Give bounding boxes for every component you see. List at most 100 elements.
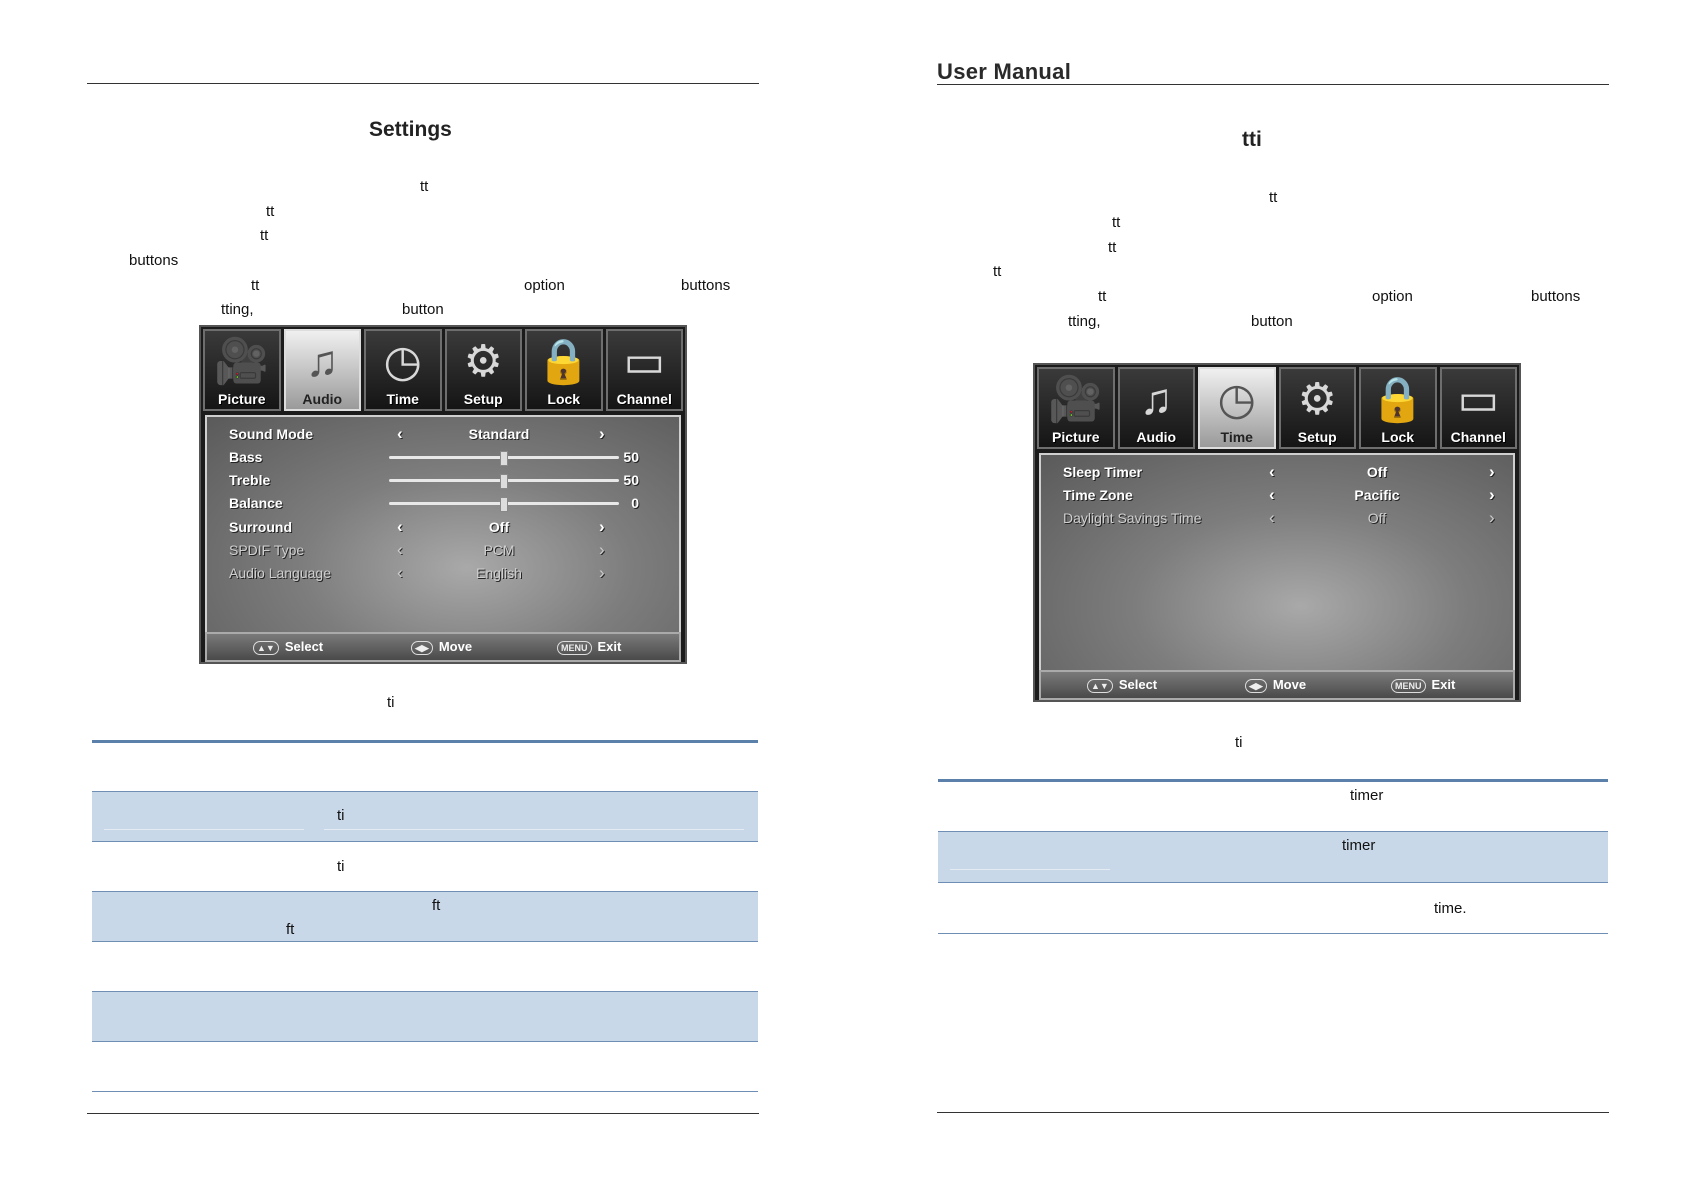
tab-setup[interactable]: ⚙ Setup [444, 329, 522, 411]
tab-label: Time [1220, 429, 1253, 445]
right-arrow-icon[interactable]: › [599, 424, 605, 443]
left-intro-fragment: option [524, 277, 565, 294]
row-label: Audio Language [229, 565, 331, 581]
tab-label: Setup [1297, 429, 1337, 445]
slider-thumb[interactable] [500, 451, 508, 466]
tab-picture[interactable]: 🎥 Picture [203, 329, 281, 411]
menu-row-surround[interactable]: Surround ‹ Off › [207, 516, 679, 538]
row-value: PCM [483, 542, 515, 558]
treble-slider[interactable] [389, 474, 619, 489]
row-value: English [476, 565, 522, 581]
table-rule [92, 841, 758, 842]
table-bottom-rule [92, 1091, 758, 1092]
gear-icon: ⚙ [463, 337, 503, 386]
row-value: Off [488, 519, 510, 535]
slider-thumb[interactable] [500, 474, 508, 489]
right-intro-fragment: tt [1098, 288, 1107, 305]
table-rule [92, 941, 758, 942]
tab-lock[interactable]: 🔒 Lock [525, 329, 603, 411]
table-row [92, 991, 758, 1041]
clock-icon: ◷ [1217, 375, 1256, 424]
row-value: 50 [623, 449, 639, 465]
tab-time[interactable]: ◷ Time [364, 329, 442, 411]
left-page-title: Settings [369, 118, 452, 141]
padlock-icon: 🔒 [536, 337, 592, 386]
tab-label: Time [386, 391, 419, 407]
tab-label: Picture [218, 391, 266, 407]
table-text-fragment: timer [1350, 787, 1384, 804]
balance-slider[interactable] [389, 497, 619, 512]
tab-setup[interactable]: ⚙ Setup [1278, 367, 1356, 449]
table-row: ft ft [92, 891, 758, 941]
footer-select: ▲▼Select [1087, 677, 1157, 693]
table-bottom-rule [938, 933, 1608, 934]
row-value: Standard [468, 426, 530, 442]
row-label: Bass [229, 449, 263, 465]
right-caption-fragment: ti [1235, 734, 1243, 751]
tab-label: Lock [547, 391, 581, 407]
tab-picture[interactable]: 🎥 Picture [1037, 367, 1115, 449]
cell-divider [104, 829, 304, 830]
left-intro-fragment: buttons [129, 252, 179, 269]
menu-row-time-zone[interactable]: Time Zone ‹ Pacific › [1041, 484, 1513, 506]
right-intro-fragment: button [1251, 313, 1293, 330]
row-label: Time Zone [1063, 487, 1133, 503]
right-arrow-icon[interactable]: › [599, 517, 605, 536]
monitor-icon: ▭ [1457, 375, 1500, 424]
row-label: Sound Mode [229, 426, 313, 442]
row-value: 0 [631, 495, 639, 511]
right-intro-fragment: tting, [1068, 313, 1101, 330]
time-menu-screenshot: 🎥 Picture ♫ Audio ◷ Time ⚙ Setup 🔒 Lock … [1033, 363, 1521, 702]
menu-row-treble[interactable]: Treble 50 [207, 469, 679, 491]
cell-divider [324, 829, 744, 830]
tab-label: Audio [302, 391, 343, 407]
clock-icon: ◷ [383, 337, 422, 386]
tab-time[interactable]: ◷ Time [1198, 367, 1276, 449]
tab-channel[interactable]: ▭ Channel [1439, 367, 1517, 449]
left-intro-fragment: button [402, 301, 444, 318]
right-intro-fragment: buttons [1531, 288, 1581, 305]
left-arrow-icon[interactable]: ‹ [1269, 485, 1275, 504]
tab-lock[interactable]: 🔒 Lock [1359, 367, 1437, 449]
right-intro-fragment: tt [1112, 214, 1121, 231]
tab-channel[interactable]: ▭ Channel [605, 329, 683, 411]
tab-audio[interactable]: ♫ Audio [283, 329, 361, 411]
table-text-fragment: ft [432, 897, 441, 914]
table-top-rule [938, 779, 1608, 782]
table-top-rule [92, 740, 758, 743]
camcorder-icon: 🎥 [214, 337, 270, 386]
menu-row-sleep-timer[interactable]: Sleep Timer ‹ Off › [1041, 461, 1513, 483]
tab-label: Picture [1052, 429, 1100, 445]
tab-audio[interactable]: ♫ Audio [1117, 367, 1195, 449]
slider-thumb[interactable] [500, 497, 508, 512]
left-right-icon: ◀▶ [411, 641, 433, 655]
row-value: Pacific [1354, 487, 1400, 503]
left-intro-fragment: buttons [681, 277, 731, 294]
table-text-fragment: ti [337, 858, 345, 875]
right-intro-fragment: tt [993, 263, 1002, 280]
table-text-fragment: ft [286, 921, 295, 938]
left-arrow-icon[interactable]: ‹ [397, 424, 403, 443]
left-arrow-icon: ‹ [397, 540, 403, 559]
left-intro-fragment: tt [266, 203, 275, 220]
right-arrow-icon[interactable]: › [1489, 485, 1495, 504]
table-rule [92, 1041, 758, 1042]
right-arrow-icon: › [599, 540, 605, 559]
left-arrow-icon[interactable]: ‹ [397, 517, 403, 536]
left-arrow-icon[interactable]: ‹ [1269, 462, 1275, 481]
table-row: ti [92, 791, 758, 841]
right-arrow-icon[interactable]: › [1489, 462, 1495, 481]
row-label: Balance [229, 495, 283, 511]
menu-row-balance[interactable]: Balance 0 [207, 492, 679, 514]
audio-settings-panel: Sound Mode ‹ Standard › Bass 50 Treble 5… [205, 415, 681, 635]
menu-row-audio-language: Audio Language ‹ English › [207, 562, 679, 584]
bass-slider[interactable] [389, 451, 619, 466]
menu-row-sound-mode[interactable]: Sound Mode ‹ Standard › [207, 423, 679, 445]
speaker-note-icon: ♫ [1139, 375, 1173, 424]
menu-row-spdif-type: SPDIF Type ‹ PCM › [207, 539, 679, 561]
up-down-icon: ▲▼ [253, 641, 279, 655]
menu-row-bass[interactable]: Bass 50 [207, 446, 679, 468]
table-rule [92, 791, 758, 792]
row-label: Treble [229, 472, 271, 488]
